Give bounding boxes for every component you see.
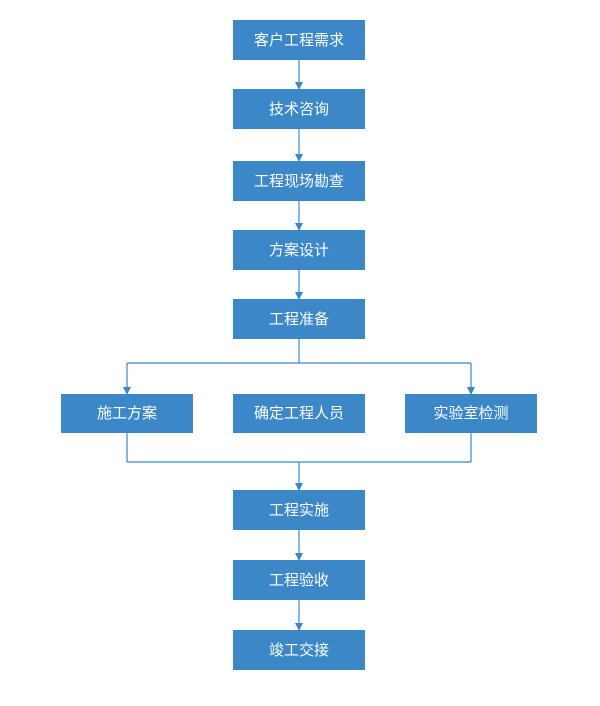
branch-lab-testing: 实验室检测 <box>405 394 537 433</box>
step-technical-consult: 技术咨询 <box>233 89 365 129</box>
step-completion-handover: 竣工交接 <box>233 630 365 670</box>
branch-assign-personnel: 确定工程人员 <box>233 394 365 433</box>
step-solution-design: 方案设计 <box>233 230 365 270</box>
branch-construction-plan: 施工方案 <box>61 394 193 433</box>
step-project-preparation: 工程准备 <box>233 299 365 339</box>
step-project-execution: 工程实施 <box>233 490 365 530</box>
step-site-survey: 工程现场勘查 <box>233 161 365 201</box>
step-customer-demand: 客户工程需求 <box>233 20 365 60</box>
step-project-acceptance: 工程验收 <box>233 560 365 600</box>
